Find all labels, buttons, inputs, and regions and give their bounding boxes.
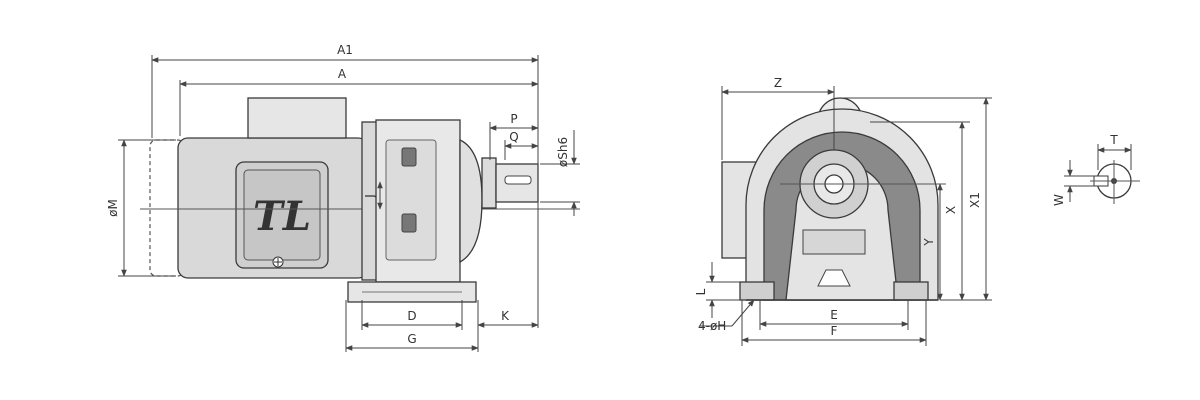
shaft-detail: T W: [1052, 133, 1140, 206]
dim-p-label: P: [510, 112, 517, 126]
dim-h-label: 4-øH: [698, 319, 726, 333]
dim-h-leader: [731, 299, 755, 327]
front-dimensions: Z X1 X Y L 4-øH E F: [694, 76, 992, 346]
dim-k-label: K: [501, 309, 510, 323]
dim-d-label: D: [407, 309, 416, 323]
front-label-plate: [802, 229, 866, 255]
dim-m-label: øM: [106, 199, 120, 217]
shaft-key: [504, 175, 532, 185]
tl-logo: TL: [253, 193, 311, 240]
side-view: TL A1 A: [106, 43, 580, 352]
dim-q-label: Q: [509, 130, 518, 144]
dim-j-label: J: [363, 194, 377, 199]
dim-t-label: T: [1109, 133, 1118, 147]
front-view: Z X1 X Y L 4-øH E F: [694, 76, 992, 346]
dim-x-label: X: [944, 206, 958, 214]
bolt-slot-1: [401, 147, 417, 167]
dim-z-label: Z: [774, 76, 782, 90]
output-cover: [459, 138, 483, 264]
gearbox-rib: [385, 139, 437, 261]
dim-y-label: Y: [922, 238, 936, 247]
terminal-box: [247, 97, 347, 139]
center-notch: [817, 269, 851, 287]
dim-l-label: L: [694, 288, 708, 295]
bolt-slot-2: [401, 213, 417, 233]
dim-f-label: F: [831, 324, 838, 338]
dim-g-label: G: [407, 332, 416, 346]
dim-e-label: E: [830, 308, 838, 322]
side-dimensions: A1 A P Q øSh6 øM J D: [106, 43, 580, 352]
dim-w-label: W: [1052, 194, 1066, 206]
motor-body: TL: [140, 97, 580, 279]
gearbox: [347, 119, 539, 303]
dim-a1-label: A1: [337, 43, 353, 57]
dim-sh6-label: øSh6: [556, 137, 570, 167]
right-foot: [893, 281, 929, 301]
dim-a-label: A: [338, 67, 347, 81]
shaft-collar: [481, 157, 497, 209]
dim-x1-label: X1: [968, 192, 982, 208]
left-foot: [739, 281, 775, 301]
